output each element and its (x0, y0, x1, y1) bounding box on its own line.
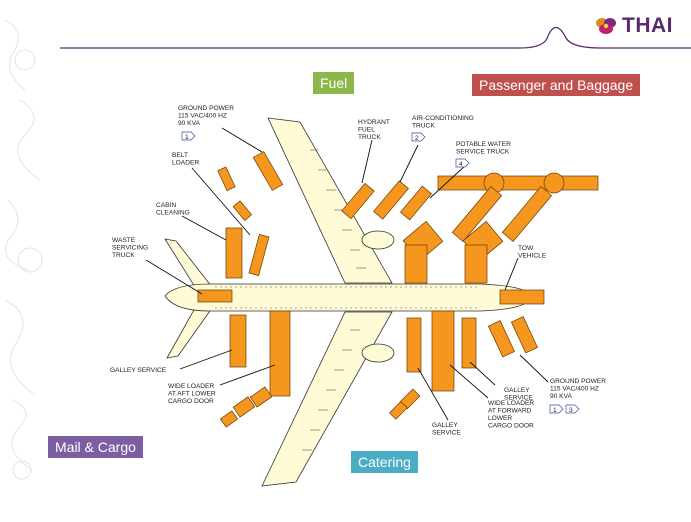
potable-water-label: POTABLE WATER SERVICE TRUCK (456, 141, 513, 156)
belt-loader-part-2 (233, 201, 251, 221)
wide-loader-forward (432, 311, 454, 391)
aft-loader-tug-2 (233, 397, 255, 417)
air-conditioning-label: AIR-CONDITIONING TRUCK (412, 115, 476, 130)
ground-power-bottom-label: GROUND POWER 115 VAC/400 HZ 90 KVA (550, 378, 608, 400)
belt-loader-ramp (249, 234, 269, 275)
hydrant-fuel-label: HYDRANT FUEL TRUCK (358, 119, 392, 141)
galley-service-mid-label: GALLEY SERVICE (432, 422, 461, 437)
waste-servicing-truck (198, 290, 232, 302)
aft-loader-tug-1 (250, 387, 272, 407)
wide-loader-aft (270, 311, 290, 396)
galley-service-truck-mid (407, 318, 421, 372)
ground-power-unit-top (253, 152, 282, 191)
wide-loader-aft-label: WIDE LOADER AT AFT LOWER CARGO DOOR (168, 383, 217, 405)
hydrant-fuel-truck (342, 183, 374, 218)
belt-loader-part-1 (218, 167, 235, 191)
wide-loader-forward-label: WIDE LOADER AT FORWARD LOWER CARGO DOOR (488, 400, 536, 430)
galley-service-left-label: GALLEY SERVICE (110, 367, 167, 374)
ground-power-unit-bottom-1 (488, 321, 514, 357)
galley-service-truck-left (230, 315, 246, 367)
ground-power-bottom-tags: 1 3 (550, 405, 579, 414)
galley-service-truck-right (462, 318, 476, 368)
ground-power-top-label: GROUND POWER 115 VAC/400 HZ 90 KVA (178, 105, 236, 127)
boarding-bridges (403, 173, 598, 283)
waste-servicing-label: WASTE SERVICING TRUCK (112, 237, 150, 259)
ground-power-top-tag: 1 (182, 132, 195, 141)
svg-text:1: 1 (553, 407, 557, 414)
belt-loader-label: BELT LOADER (172, 152, 199, 167)
tow-vehicle-label: TOW VEHICLE (518, 245, 547, 260)
cabin-cleaning-label: CABIN CLEANING (156, 202, 190, 217)
svg-text:4: 4 (459, 161, 463, 168)
ground-power-unit-bottom-2 (511, 317, 537, 353)
air-conditioning-tag: 2 (412, 133, 425, 142)
tow-vehicle (500, 290, 544, 304)
aft-loader-tug-3 (220, 411, 237, 427)
cabin-cleaning-truck (226, 228, 242, 278)
svg-text:1: 1 (185, 134, 189, 141)
svg-text:3: 3 (569, 407, 573, 414)
svg-text:2: 2 (415, 135, 419, 142)
potable-water-tag: 4 (456, 159, 469, 168)
